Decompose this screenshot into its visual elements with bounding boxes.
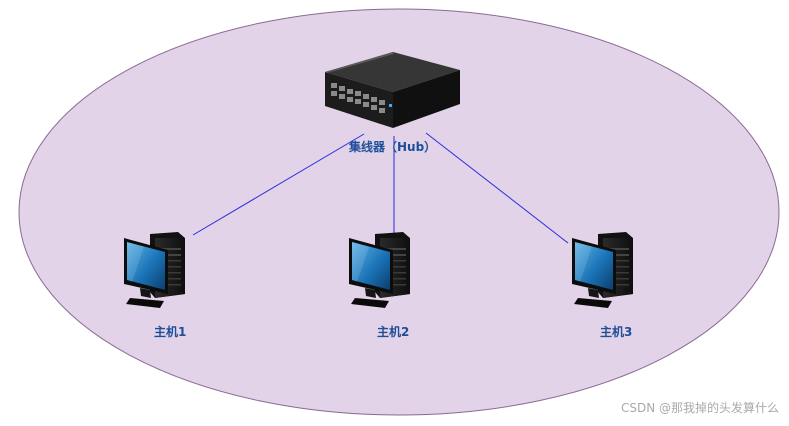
- hub-label: 集线器（Hub）: [348, 139, 436, 154]
- host-1[interactable]: 主机1: [124, 232, 186, 339]
- link-hub-host3: [425, 132, 569, 244]
- host-3[interactable]: 主机3: [572, 232, 633, 339]
- host-3-label: 主机3: [600, 324, 632, 339]
- link-hub-host1: [192, 133, 365, 236]
- host-2[interactable]: 主机2: [349, 232, 410, 339]
- network-area: [18, 8, 780, 416]
- hub-icon: [325, 52, 460, 128]
- host-2-label: 主机2: [377, 324, 409, 339]
- hub[interactable]: 集线器（Hub）: [325, 52, 460, 154]
- host-1-label: 主机1: [154, 324, 186, 339]
- watermark: CSDN @那我掉的头发算什么: [620, 401, 779, 415]
- network-links: [192, 132, 569, 244]
